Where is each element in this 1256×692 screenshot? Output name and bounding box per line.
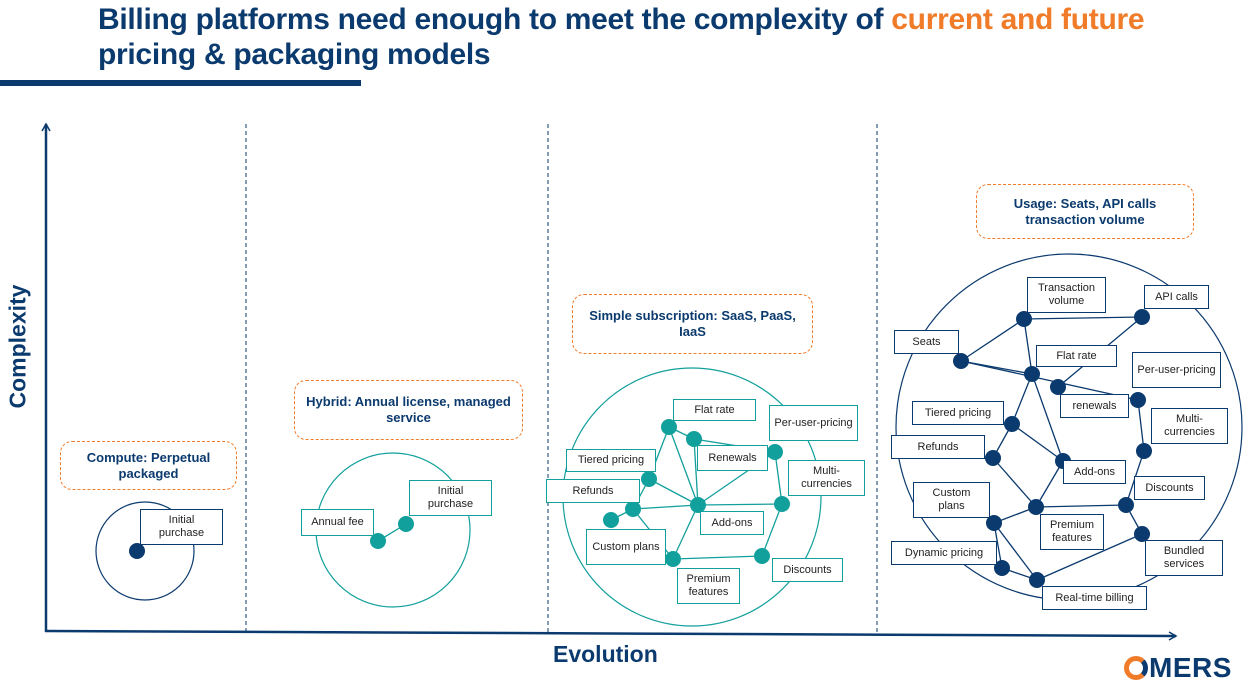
- edge-multi-currencies-to-discounts: [761, 503, 783, 557]
- phase-title-subscription: Simple subscription: SaaS, PaaS, IaaS: [572, 294, 813, 354]
- node-dot-bundled-services: [1134, 526, 1150, 542]
- edge-flat-rate-to-add-ons: [1031, 373, 1064, 462]
- node-dot-api-calls: [1134, 309, 1150, 325]
- node-label-add-ons: Add-ons: [1063, 460, 1126, 484]
- node-label-custom-plans: Custom plans: [586, 529, 666, 565]
- edge-custom-plans-to-real-time-billing: [993, 522, 1038, 581]
- node-dot-annual-fee: [370, 533, 386, 549]
- edge-premium-features-to-discounts: [1035, 504, 1127, 508]
- node-label-transaction-volume: Transaction volume: [1027, 277, 1106, 313]
- node-dot-premium-features: [1028, 499, 1044, 515]
- title-text-2: pricing & packaging models: [98, 38, 491, 71]
- edge-premium-features-to-discounts: [672, 555, 763, 560]
- page-title: Billing platforms need enough to meet th…: [98, 2, 1248, 72]
- node-label-multi-currencies: Multi-currencies: [788, 460, 865, 496]
- node-label-discounts: Discounts: [1134, 476, 1205, 500]
- edge-tiered-pricing-to-add-ons: [648, 478, 699, 506]
- node-label-custom-plans: Custom plans: [913, 482, 990, 518]
- node-dot-seats: [953, 353, 969, 369]
- edge-refunds-to-add-ons: [632, 504, 699, 510]
- node-label-add-ons: Add-ons: [700, 511, 764, 535]
- phase-title-compute: Compute: Perpetual packaged: [60, 441, 237, 490]
- node-label-initial-purchase: Initial purchase: [140, 509, 223, 545]
- edge-seats-to-per-user-pricing: [960, 360, 1139, 401]
- node-label-refunds: Refunds: [546, 479, 640, 503]
- node-label-discounts: Discounts: [772, 558, 843, 582]
- node-dot-flat-rate: [661, 419, 677, 435]
- node-label-per-user-pricing: Per-user-pricing: [1132, 352, 1221, 388]
- node-label-refunds: Refunds: [891, 435, 985, 459]
- node-dot-transaction-volume: [1016, 311, 1032, 327]
- edge-per-user-pricing-to-multi-currencies: [774, 451, 783, 505]
- node-label-initial-purchase: Initial purchase: [409, 480, 492, 516]
- node-label-per-user-pricing: Per-user-pricing: [769, 405, 858, 441]
- logo-text: MERS: [1149, 652, 1232, 683]
- node-dot-per-user-pricing: [1130, 392, 1146, 408]
- title-highlight: current and future: [891, 3, 1145, 36]
- omers-logo: MERS: [1124, 652, 1232, 684]
- edge-add-ons-to-premium-features: [672, 504, 699, 560]
- node-label-tiered-pricing: Tiered pricing: [912, 401, 1004, 425]
- node-label-premium-features: Premium features: [1040, 514, 1104, 550]
- edge-tiered-pricing-to-add-ons: [1011, 423, 1064, 462]
- edge-per-user-pricing-to-multi-currencies: [1137, 399, 1145, 452]
- node-dot-dynamic-pricing: [994, 560, 1010, 576]
- edge-add-ons-to-multi-currencies: [697, 503, 783, 506]
- node-dot-multi-currencies: [774, 496, 790, 512]
- node-dot-discounts: [754, 548, 770, 564]
- node-label-premium-features: Premium features: [677, 568, 740, 604]
- node-label-flat-rate: Flat rate: [673, 399, 756, 421]
- phase-0-boundary-circle: [95, 501, 195, 601]
- phase-title-usage: Usage: Seats, API calls transaction volu…: [976, 184, 1194, 239]
- node-dot-renewals: [1050, 379, 1066, 395]
- phase-title-hybrid: Hybrid: Annual license, managed service: [294, 380, 523, 440]
- edge-transaction-volume-to-seats: [960, 318, 1025, 362]
- node-dot-custom-plans: [986, 515, 1002, 531]
- edge-renewals-to-add-ons: [693, 438, 699, 506]
- node-dot-premium-features: [665, 551, 681, 567]
- edge-add-ons-to-premium-features: [1035, 460, 1064, 508]
- node-dot-flat-rate: [1024, 366, 1040, 382]
- node-dot-tiered-pricing: [641, 471, 657, 487]
- node-label-renewals: renewals: [1060, 394, 1129, 418]
- title-text: Billing platforms need enough to meet th…: [98, 3, 892, 36]
- edge-transaction-volume-to-flat-rate: [1023, 318, 1033, 375]
- node-dot-per-user-pricing: [767, 444, 783, 460]
- node-dot-renewals: [686, 431, 702, 447]
- edge-refunds-to-premium-features: [992, 457, 1037, 508]
- node-dot-refunds: [985, 450, 1001, 466]
- node-label-bundled-services: Bundled services: [1145, 540, 1223, 576]
- node-label-real-time-billing: Real-time billing: [1042, 586, 1147, 610]
- node-dot-initial-purchase: [398, 516, 414, 532]
- node-dot-refunds: [625, 501, 641, 517]
- node-dot-discounts: [1118, 497, 1134, 513]
- node-label-annual-fee: Annual fee: [301, 509, 374, 536]
- node-dot-real-time-billing: [1029, 572, 1045, 588]
- edge-flat-rate-to-add-ons: [668, 426, 699, 506]
- node-label-flat-rate: Flat rate: [1036, 345, 1117, 367]
- edge-flat-rate-to-tiered-pricing: [1011, 373, 1033, 425]
- node-dot-multi-currencies: [1136, 443, 1152, 459]
- node-label-dynamic-pricing: Dynamic pricing: [891, 541, 997, 565]
- node-label-api-calls: API calls: [1144, 285, 1209, 309]
- node-dot-tiered-pricing: [1004, 416, 1020, 432]
- logo-o-icon: [1124, 656, 1148, 680]
- title-underline: [0, 80, 361, 86]
- node-label-multi-currencies: Multi-currencies: [1151, 408, 1228, 444]
- node-label-tiered-pricing: Tiered pricing: [566, 449, 656, 472]
- node-dot-add-ons: [690, 497, 706, 513]
- node-dot-initial-purchase: [129, 543, 145, 559]
- edge-transaction-volume-to-api-calls: [1023, 316, 1143, 320]
- edge-bundled-services-to-real-time-billing: [1036, 533, 1143, 581]
- y-axis-label: Complexity: [4, 284, 31, 409]
- node-label-seats: Seats: [894, 330, 959, 354]
- node-dot-custom-plans: [603, 512, 619, 528]
- x-axis-label: Evolution: [553, 641, 658, 667]
- x-axis: [44, 629, 1178, 641]
- node-label-renewals: Renewals: [697, 445, 768, 471]
